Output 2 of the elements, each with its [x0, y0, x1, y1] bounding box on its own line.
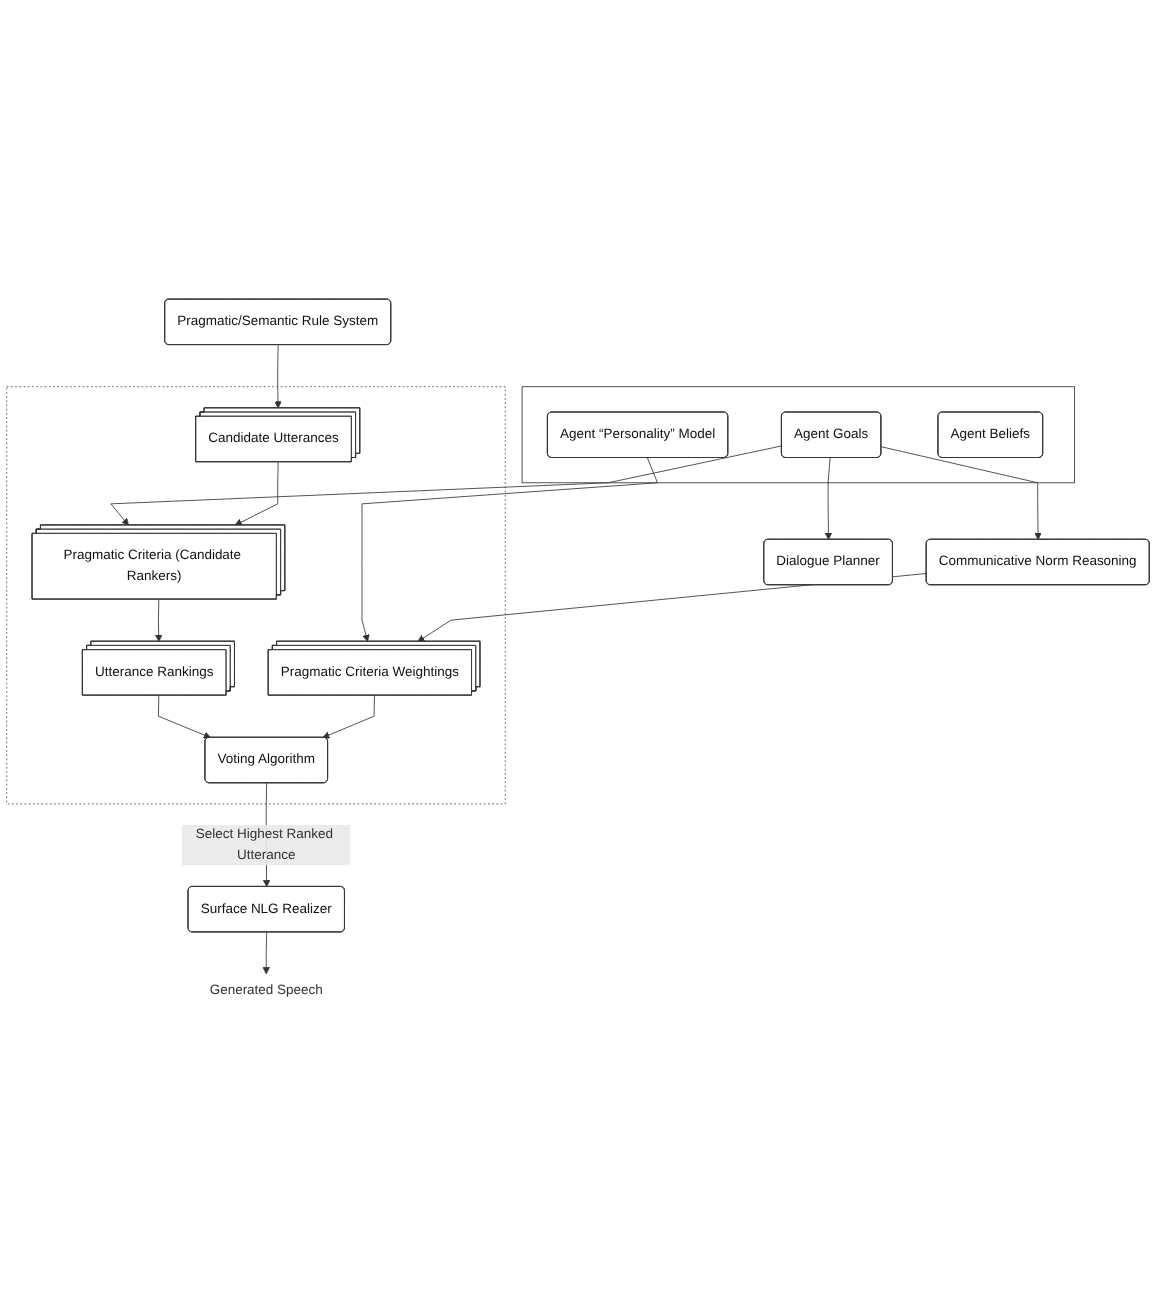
cluster — [521, 386, 1075, 484]
cluster — [6, 386, 506, 805]
